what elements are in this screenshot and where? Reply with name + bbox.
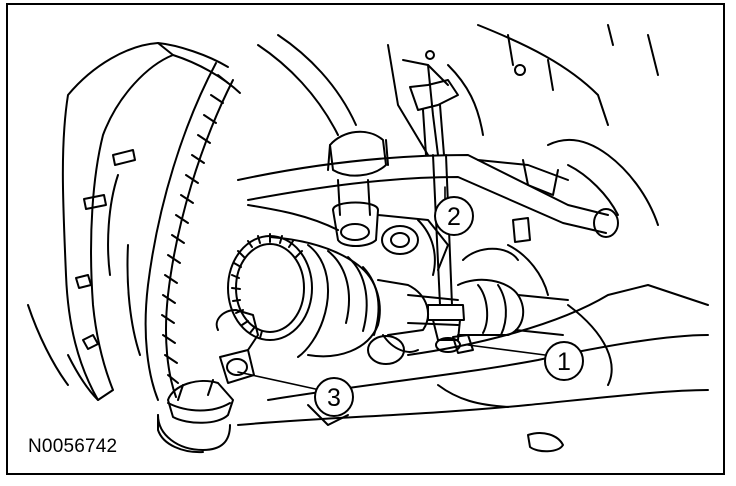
- callout-1: 1: [544, 341, 584, 381]
- tie-rod: [237, 130, 659, 247]
- stabilizer-link: [427, 154, 465, 353]
- steering-knuckle: [247, 204, 449, 276]
- callout-3: 3: [314, 377, 354, 417]
- cv-boot: [227, 233, 569, 365]
- ball-joint: [157, 309, 259, 454]
- suspension-line-drawing: 1 2 3: [27, 24, 709, 454]
- illustration-frame: 1 2 3 N0056742: [6, 3, 725, 475]
- callout-2: 2: [434, 196, 474, 236]
- body-structure: [257, 24, 659, 156]
- callout-1-number: 1: [557, 348, 571, 376]
- brake-rotor: [27, 42, 241, 401]
- callout-3-number: 3: [327, 384, 341, 412]
- leader-lines: [237, 186, 546, 391]
- figure-id-label: N0056742: [28, 436, 118, 457]
- callout-2-number: 2: [447, 203, 461, 231]
